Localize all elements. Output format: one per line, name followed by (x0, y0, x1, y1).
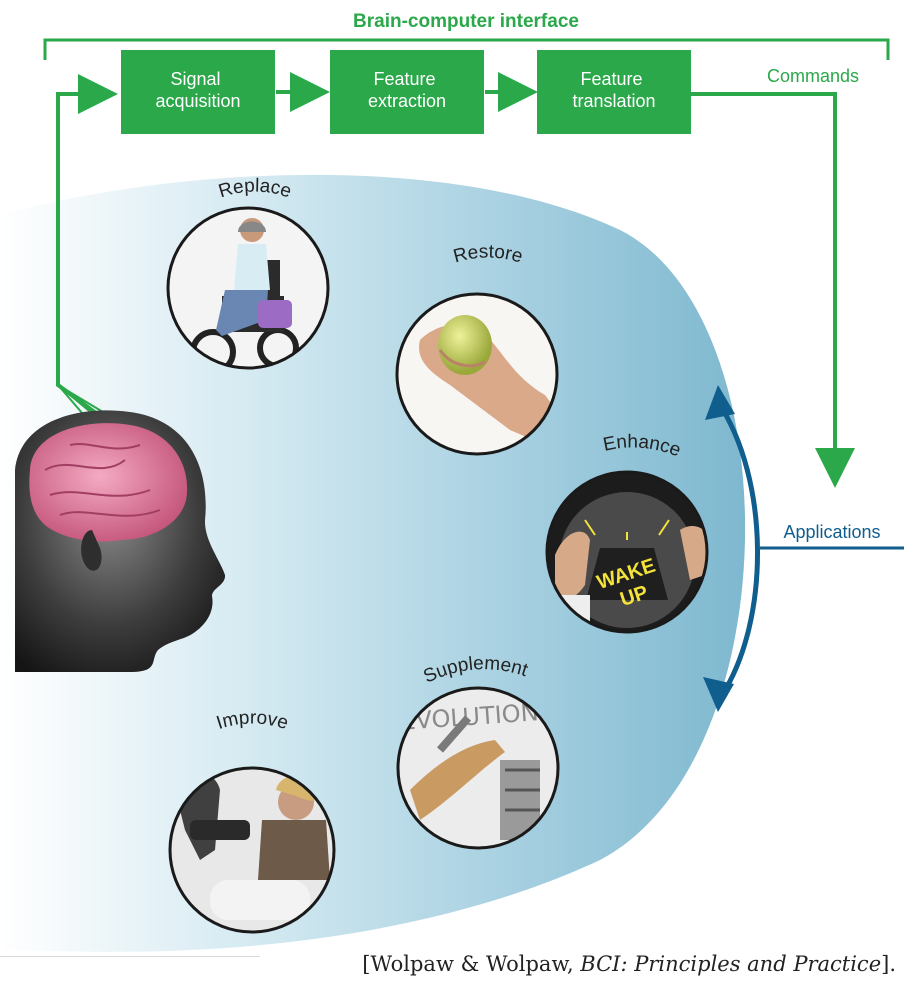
arc-arrowhead-down (703, 677, 734, 712)
citation-close: ]. (881, 952, 896, 976)
citation-open: [Wolpaw & Wolpaw, (362, 952, 581, 976)
arc-arrowhead-up (705, 385, 735, 420)
use-supplement: EVOLUTION (396, 686, 560, 850)
citation-title: BCI: Principles and Practice (580, 952, 882, 976)
brain (29, 423, 188, 542)
commands-label: Commands (767, 66, 859, 86)
caption-divider (0, 956, 260, 957)
use-restore (395, 292, 559, 456)
applications-label: Applications (783, 522, 880, 542)
citation: [Wolpaw & Wolpaw, BCI: Principles and Pr… (0, 948, 904, 983)
stage-signal-acquisition: Signal acquisition (121, 50, 275, 134)
bci-title: Brain-computer interface (353, 11, 579, 32)
robotic-arm (410, 740, 505, 820)
stage-feature-translation-label: Feature translation (572, 69, 655, 111)
stage-signal-acquisition-label: Signal acquisition (155, 69, 240, 111)
signal-path (56, 74, 118, 427)
use-improve (168, 766, 336, 934)
applications-arc (715, 400, 760, 697)
head-illustration (15, 410, 226, 672)
use-replace (166, 206, 330, 370)
stage-feature-extraction-label: Feature extraction (368, 69, 446, 111)
stage-feature-translation: Feature translation (537, 50, 691, 134)
bci-bracket (43, 38, 890, 60)
commands-arrow (691, 92, 855, 488)
citation-text: [Wolpaw & Wolpaw, BCI: Principles and Pr… (362, 952, 896, 976)
ear (81, 530, 102, 571)
stage-feature-extraction: Feature extraction (330, 50, 484, 134)
